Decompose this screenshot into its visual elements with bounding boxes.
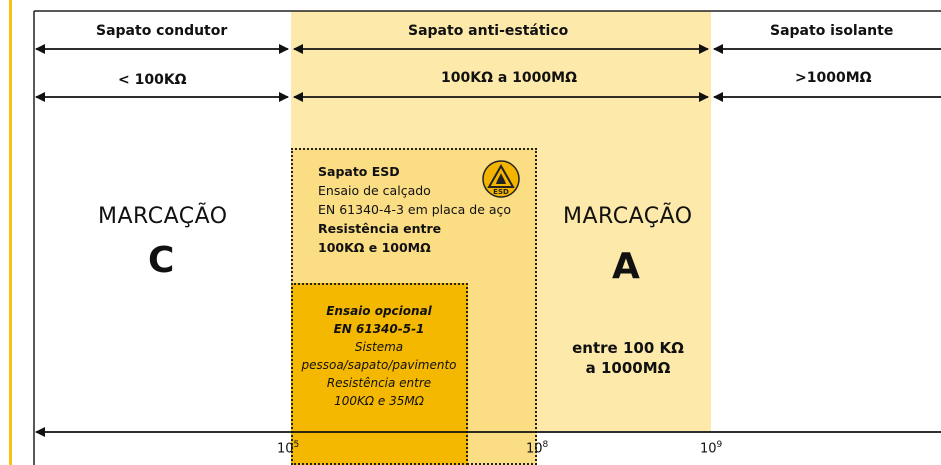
- esd-description: Sapato ESD Ensaio de calçado EN 61340-4-…: [318, 162, 511, 257]
- axis-tick-10e5-exp: 5: [293, 440, 300, 450]
- conductive-range: < 100KΩ: [118, 72, 187, 88]
- axis-tick-10e5: 105: [277, 440, 299, 456]
- axis-tick-10e8: 108: [526, 440, 548, 456]
- axis-tick-10e9-exp: 9: [716, 440, 723, 450]
- optional-test-standard: EN 61340-5-1: [333, 322, 425, 336]
- marking-c-label: MARCAÇÃO: [98, 204, 228, 229]
- esd-resistance-line2: 100KΩ e 100MΩ: [318, 240, 431, 255]
- marking-a-range-line1: entre 100 KΩ: [572, 339, 684, 357]
- antistatic-range: 100KΩ a 1000MΩ: [441, 70, 577, 86]
- marking-a-label: MARCAÇÃO: [563, 204, 693, 229]
- marking-a-range-line2: a 1000MΩ: [585, 359, 671, 377]
- optional-test-line2: pessoa/sapato/pavimento: [301, 358, 457, 372]
- esd-line1: Ensaio de calçado: [318, 183, 431, 198]
- optional-test-title: Ensaio opcional: [326, 304, 432, 318]
- optional-test-description: Ensaio opcional EN 61340-5-1 Sistema pes…: [287, 302, 471, 410]
- optional-test-line1: Sistema: [354, 340, 404, 354]
- esd-icon-label: ESD: [493, 188, 509, 196]
- marking-c-letter: C: [148, 240, 175, 281]
- axis-tick-10e8-exp: 8: [542, 440, 549, 450]
- esd-line2: EN 61340-4-3 em placa de aço: [318, 202, 512, 217]
- axis-tick-10e9-base: 10: [700, 441, 717, 457]
- esd-title: Sapato ESD: [318, 164, 400, 179]
- esd-warning-icon: ESD: [482, 160, 520, 198]
- insulating-title: Sapato isolante: [770, 23, 894, 39]
- marking-a-letter: A: [612, 246, 640, 287]
- antistatic-title: Sapato anti-estático: [408, 23, 569, 39]
- marking-a-range: entre 100 KΩ a 1000MΩ: [548, 338, 708, 378]
- left-accent-bar: [0, 0, 18, 465]
- axis-tick-10e9: 109: [700, 440, 722, 456]
- optional-test-line4: 100KΩ e 35MΩ: [334, 394, 424, 408]
- esd-resistance-line1: Resistência entre: [318, 221, 442, 236]
- optional-test-zone-box: [291, 283, 468, 465]
- insulating-range: >1000MΩ: [795, 70, 872, 86]
- axis-tick-10e8-base: 10: [526, 441, 543, 457]
- conductive-title: Sapato condutor: [96, 23, 228, 39]
- axis-tick-10e5-base: 10: [277, 441, 294, 457]
- optional-test-line3: Resistência entre: [326, 376, 432, 390]
